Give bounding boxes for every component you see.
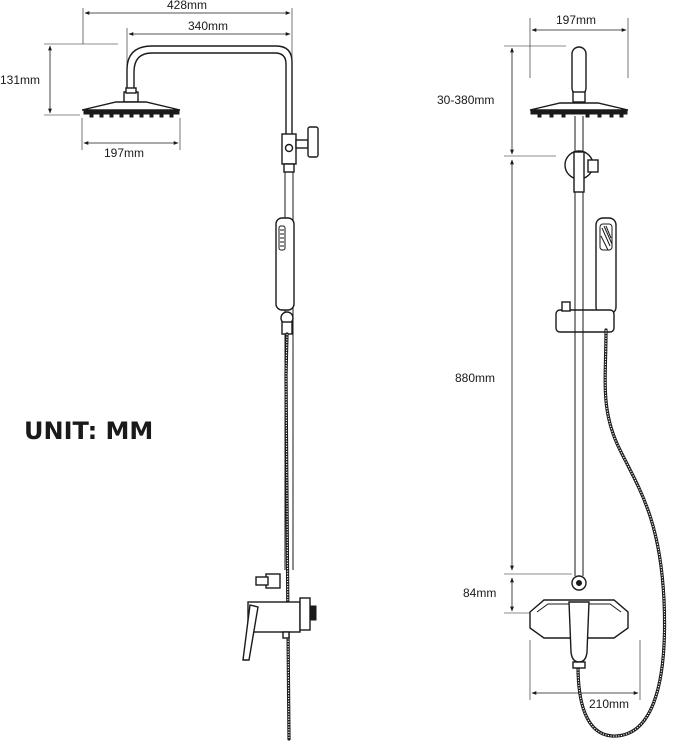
dim-head-diameter-right-label: 197mm bbox=[556, 13, 596, 27]
top-diverter bbox=[281, 126, 319, 173]
dim-head-height-label: 131mm bbox=[0, 73, 40, 87]
left-view: 428mm 340mm 131mm 197mm bbox=[0, 0, 319, 741]
shower-hose-left bbox=[284, 332, 291, 741]
dim-mixer-width-label: 210mm bbox=[589, 697, 629, 711]
dim-mixer-height: 84mm bbox=[463, 577, 530, 614]
slide-holder-front bbox=[555, 301, 615, 333]
right-view: 197mm 30-380mm 880mm 84mm 210mm bbox=[437, 13, 667, 738]
shower-arm-front bbox=[571, 46, 587, 96]
dim-total-width: 428mm bbox=[82, 0, 293, 60]
dim-bar-height-label: 880mm bbox=[455, 371, 495, 385]
dim-arm-adjust-label: 30-380mm bbox=[437, 93, 494, 107]
dim-head-diameter-left-label: 197mm bbox=[104, 146, 144, 160]
dim-head-diameter-right: 197mm bbox=[529, 13, 629, 78]
shower-hose-right bbox=[576, 328, 667, 738]
rain-shower-head bbox=[81, 87, 181, 118]
hand-shower-front bbox=[595, 217, 617, 325]
mixer-valve-front bbox=[529, 575, 629, 669]
dim-head-diameter-left: 197mm bbox=[81, 118, 181, 160]
hand-shower bbox=[275, 217, 295, 335]
dim-total-width-label: 428mm bbox=[167, 0, 207, 12]
dim-arm-adjust: 30-380mm bbox=[437, 45, 566, 157]
dim-bar-height: 880mm bbox=[455, 159, 572, 575]
dim-arm-width-label: 340mm bbox=[188, 19, 228, 33]
shower-head-nozzles bbox=[89, 113, 174, 118]
mixer-valve-left bbox=[242, 573, 317, 661]
unit-label: UNIT: MM bbox=[24, 417, 153, 445]
rain-shower-head-front bbox=[529, 91, 629, 118]
shower-arm bbox=[126, 45, 293, 139]
dim-mixer-width: 210mm bbox=[529, 640, 641, 711]
wall-bracket-front bbox=[564, 150, 599, 193]
dim-mixer-height-label: 84mm bbox=[463, 586, 496, 600]
dim-head-height: 131mm bbox=[0, 43, 118, 116]
